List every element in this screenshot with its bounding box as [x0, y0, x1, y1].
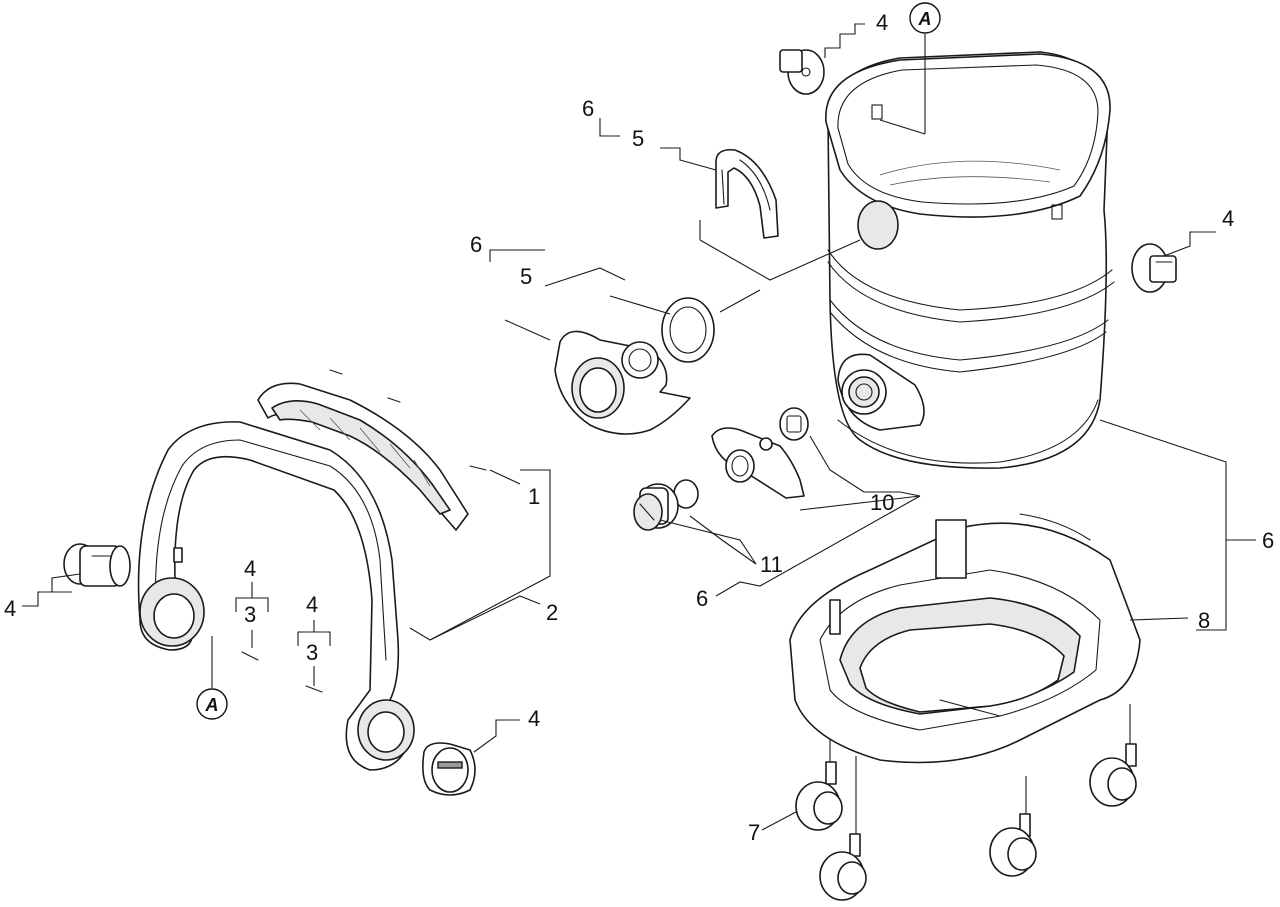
- callout-10: 10: [870, 490, 894, 515]
- hose-nozzle: [711, 427, 805, 499]
- callout-7: 7: [748, 820, 760, 845]
- gasket-ring: [661, 297, 715, 363]
- caster-wheel-rear: [989, 813, 1037, 877]
- callout-1: 1: [528, 484, 540, 509]
- callout-4-cap: 4: [528, 706, 540, 731]
- caster-wheel-rear-right: [1089, 743, 1137, 807]
- cap-with-o-ring: [633, 479, 699, 531]
- callout-2: 2: [546, 600, 558, 625]
- small-gasket: [779, 407, 809, 441]
- side-clip-right: [1131, 243, 1177, 293]
- callout-4-mid2: 4: [306, 592, 318, 617]
- caster-base: [789, 513, 1141, 764]
- hose-hook: [715, 148, 779, 239]
- side-clip-top: [779, 49, 825, 95]
- end-cap-right: [422, 742, 476, 796]
- svg-text:A: A: [918, 9, 932, 29]
- svg-text:A: A: [205, 695, 219, 715]
- callout-6-mid: 6: [470, 232, 482, 257]
- callout-6-right: 6: [1262, 528, 1274, 553]
- callout-3b: 3: [306, 640, 318, 665]
- caster-wheel-front-left: [795, 761, 843, 831]
- callout-11: 11: [760, 552, 783, 577]
- callout-8: 8: [1198, 608, 1210, 633]
- callout-6-top: 6: [582, 96, 594, 121]
- reference-marker-bottom: A: [196, 688, 228, 720]
- leader-lines: [22, 23, 1256, 834]
- container-tank: [825, 51, 1115, 469]
- callout-5-top: 5: [632, 126, 644, 151]
- screws: [241, 369, 487, 693]
- callout-4-left: 4: [4, 596, 16, 621]
- callout-4-top: 4: [876, 10, 888, 35]
- handle-grip: [257, 382, 469, 531]
- end-cap-left: [63, 543, 131, 587]
- callout-3a: 3: [244, 602, 256, 627]
- callout-5-mid: 5: [520, 264, 532, 289]
- callout-4-mid1: 4: [244, 556, 256, 581]
- handle-frame: [137, 421, 415, 771]
- callout-6-bottom: 6: [696, 586, 708, 611]
- callout-labels: 4 6 5 4 6 5 1 10 6 11 4 3 4 6 2 4 3 8 4 …: [4, 10, 1274, 845]
- caster-wheel-front: [819, 833, 867, 901]
- reference-marker-top: A: [909, 2, 941, 34]
- intake-flange: [554, 330, 691, 435]
- callout-4-right: 4: [1222, 206, 1234, 231]
